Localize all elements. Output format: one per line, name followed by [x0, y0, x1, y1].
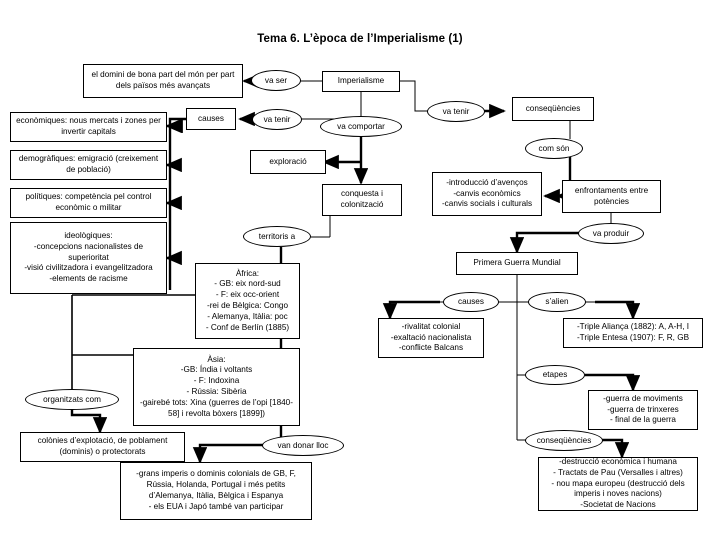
node-aliances: -Triple Aliança (1882): A, A-H, I -Tripl… [563, 318, 703, 348]
connector-van-donar-lloc: van donar lloc [262, 435, 344, 456]
node-ideologiques: ideològiques: -concepcions nacionalistes… [10, 222, 167, 294]
connector-va-produir: va produir [578, 223, 644, 244]
node-imperialisme: Imperialisme [322, 71, 400, 92]
node-colonies: colònies d’explotació, de poblament (dom… [20, 432, 185, 462]
node-demografiques: demogràfiques: emigració (creixement de … [10, 150, 167, 180]
node-africa: Àfrica: - GB: eix nord-sud - F: eix occ-… [195, 263, 300, 339]
connector-etapes: etapes [525, 365, 585, 385]
node-causes: causes [186, 108, 236, 130]
node-politiques: polítiques: competència pel control econ… [10, 188, 167, 218]
connector-consequencies-pgm: conseqüències [525, 430, 603, 451]
page-title: Tema 6. L’època de l’Imperialisme (1) [257, 33, 463, 45]
node-pgm: Primera Guerra Mundial [456, 252, 578, 275]
connector-va-comportar: va comportar [320, 116, 402, 137]
node-conquesta: conquesta i colonització [322, 184, 402, 216]
node-consequencies: conseqüències [512, 97, 594, 121]
node-enfrontaments: enfrontaments entre potències [562, 180, 661, 213]
connector-com-son: com són [525, 138, 583, 159]
connector-va-tenir-right: va tenir [427, 101, 485, 122]
connector-salien: s’alien [528, 292, 586, 312]
connector-va-ser: va ser [251, 70, 301, 91]
node-asia: Àsia: -GB: Índia i voltants - F: Indoxin… [133, 348, 300, 426]
node-etapes-box: -guerra de moviments -guerra de trinxere… [588, 390, 698, 430]
connector-causes-pgm: causes [443, 292, 499, 312]
node-consequencies-pgm-box: -destrucció econòmica i humana - Tractat… [538, 457, 698, 511]
connector-territoris-a: territoris a [243, 226, 311, 247]
connector-va-tenir-left: va tenir [252, 109, 302, 130]
node-imperis: -grans imperis o dominis colonials de GB… [120, 462, 312, 520]
node-dominion: el domini de bona part del món per part … [83, 64, 243, 98]
node-economiques: econòmiques: nous mercats i zones per in… [10, 112, 167, 142]
node-exploracio: exploració [250, 150, 326, 174]
node-introduccio: -introducció d’avenços -canvis econòmics… [432, 172, 542, 216]
node-causes-pgm-box: -rivalitat colonial -exaltació nacionali… [378, 318, 484, 358]
connector-organitzats-com: organitzats com [25, 389, 119, 410]
